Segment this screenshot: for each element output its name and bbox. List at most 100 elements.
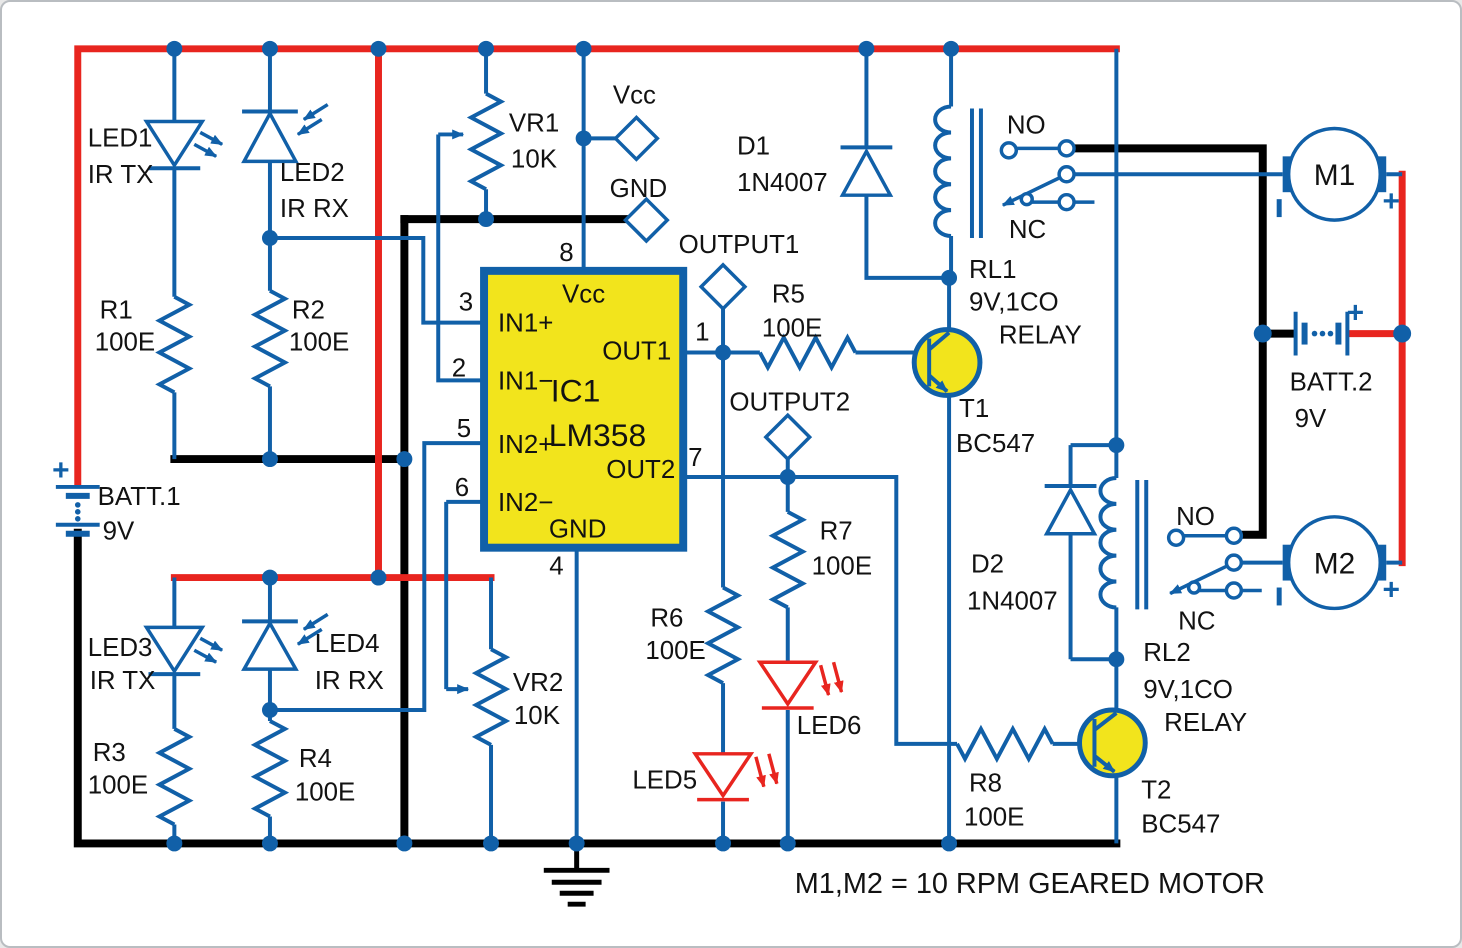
rl1-nc-label: NC xyxy=(1009,216,1046,244)
pin5-input-wire xyxy=(269,441,485,712)
indicator-leds xyxy=(691,660,844,802)
rx-arrow xyxy=(302,103,329,121)
ic1-block: Vcc GND IN1+ IN1− IN2+ IN2− OUT1 OUT2 IC… xyxy=(452,239,710,581)
vr1-wiper-to-pin2-wire xyxy=(436,134,485,383)
vcc-label: Vcc xyxy=(613,82,656,110)
connector-points xyxy=(613,115,813,462)
resistor-r8 xyxy=(955,724,1055,764)
led3-ref: LED3 xyxy=(88,634,153,662)
r2-value: 100E xyxy=(289,329,349,357)
emit-arrow xyxy=(754,756,766,788)
relay-rl2 xyxy=(1098,475,1262,610)
resistor-r7 xyxy=(768,510,807,610)
batt1-value: 9V xyxy=(103,518,135,546)
r5-value: 100E xyxy=(762,315,822,343)
vr2-wiper-to-pin6-wire xyxy=(444,499,485,690)
led1-desc: IR TX xyxy=(88,161,154,189)
output1-connector xyxy=(698,262,748,312)
rl1-nc-terminal xyxy=(1057,192,1076,212)
rl1-no-contact xyxy=(999,141,1019,160)
rl2-coil xyxy=(1098,475,1117,610)
ic1-pin2-number: 2 xyxy=(452,354,466,382)
ic1-pin-gnd-label: GND xyxy=(549,516,607,544)
ic1-pin-in1p-label: IN1+ xyxy=(498,310,553,338)
rl1-common-terminal xyxy=(1057,165,1076,184)
rl2-value: 9V,1CO xyxy=(1143,676,1233,704)
ic1-pin6-number: 6 xyxy=(455,474,469,502)
batt2-value: 9V xyxy=(1295,405,1327,433)
d1-branch-wire xyxy=(864,48,950,280)
d2-symbol xyxy=(1043,483,1098,536)
output2-label: OUTPUT2 xyxy=(729,388,850,416)
rl1-value: 9V,1CO xyxy=(969,289,1059,317)
t2-collector xyxy=(1093,711,1118,732)
ic1-pin5-number: 5 xyxy=(457,415,471,443)
rx-arrow xyxy=(296,627,323,646)
rl2-common-terminal xyxy=(1224,553,1244,572)
vcc-connector xyxy=(613,115,660,162)
r4-ref: R4 xyxy=(299,745,332,773)
r8-value: 100E xyxy=(964,804,1024,832)
t1-ref: T1 xyxy=(959,395,989,423)
ic1-pin-vcc-label: Vcc xyxy=(562,281,605,309)
resistors xyxy=(155,91,1055,827)
d2-value: 1N4007 xyxy=(967,587,1058,615)
ic1-pin-out1-label: OUT1 xyxy=(602,337,671,365)
ic1-body xyxy=(480,266,688,552)
ic1-pin1-number: 1 xyxy=(695,319,709,347)
led1-ref: LED1 xyxy=(88,124,153,152)
led2-desc: IR RX xyxy=(280,195,349,223)
tx-arrow xyxy=(193,142,218,158)
motor-m1: M1 + xyxy=(1276,126,1400,222)
r5-ref: R5 xyxy=(772,281,805,309)
led4-ref: LED4 xyxy=(315,630,380,658)
r1-ref: R1 xyxy=(100,297,133,325)
ir-leds xyxy=(143,103,329,677)
rl1-arm-contact xyxy=(1019,191,1034,207)
vr2-ref: VR2 xyxy=(513,669,563,697)
m1-ref: M1 xyxy=(1314,159,1355,192)
led1-symbol xyxy=(143,119,224,171)
ic1-pin-in2p-label: IN2+ xyxy=(498,431,553,459)
tx-arrow xyxy=(193,648,218,664)
batt2-plus-sign: + xyxy=(1347,297,1364,330)
led2-symbol xyxy=(241,103,329,164)
ic1-pin-in2m-label: IN2− xyxy=(498,489,553,517)
m1-plus-sign: + xyxy=(1382,185,1399,218)
r4-value: 100E xyxy=(295,779,355,807)
resistor-r2 xyxy=(250,289,290,389)
rl1-core xyxy=(969,108,983,238)
ic1-pin4-number: 4 xyxy=(549,553,563,581)
resistor-r4 xyxy=(250,719,290,819)
t1-collector xyxy=(927,331,951,352)
rl2-no-label: NO xyxy=(1176,503,1215,531)
ic1-pin3-number: 3 xyxy=(459,289,473,317)
d2-branch-wire xyxy=(1068,443,1117,662)
labels: LED1 IR TX LED2 IR RX R1 100E R2 100E BA… xyxy=(88,82,1373,901)
output2-connector xyxy=(763,412,813,462)
emit-arrow xyxy=(831,661,844,694)
r2-ref: R2 xyxy=(292,297,325,325)
relay1-no-to-batt2-wire xyxy=(1070,144,1267,338)
r6-ref: R6 xyxy=(650,604,683,632)
r6-value: 100E xyxy=(645,637,705,665)
m2-ref: M2 xyxy=(1314,548,1355,581)
rl2-core xyxy=(1135,479,1149,610)
r1-value: 100E xyxy=(95,329,155,357)
rl2-arm-contact xyxy=(1186,580,1202,595)
power-wiring xyxy=(74,45,1406,582)
led4-desc: IR RX xyxy=(315,667,384,695)
rl2-nc-label: NC xyxy=(1178,607,1215,635)
d2-ref: D2 xyxy=(971,551,1004,579)
m2-body xyxy=(1286,515,1382,611)
relay-rl1 xyxy=(933,104,1095,238)
led5-symbol xyxy=(691,752,779,802)
ic1-pin7-number: 7 xyxy=(688,444,702,472)
led4-symbol xyxy=(241,612,329,671)
led3-desc: IR TX xyxy=(90,667,156,695)
rl2-no-contact xyxy=(1166,528,1186,547)
r7-value: 100E xyxy=(812,553,872,581)
m1-body xyxy=(1286,126,1382,222)
